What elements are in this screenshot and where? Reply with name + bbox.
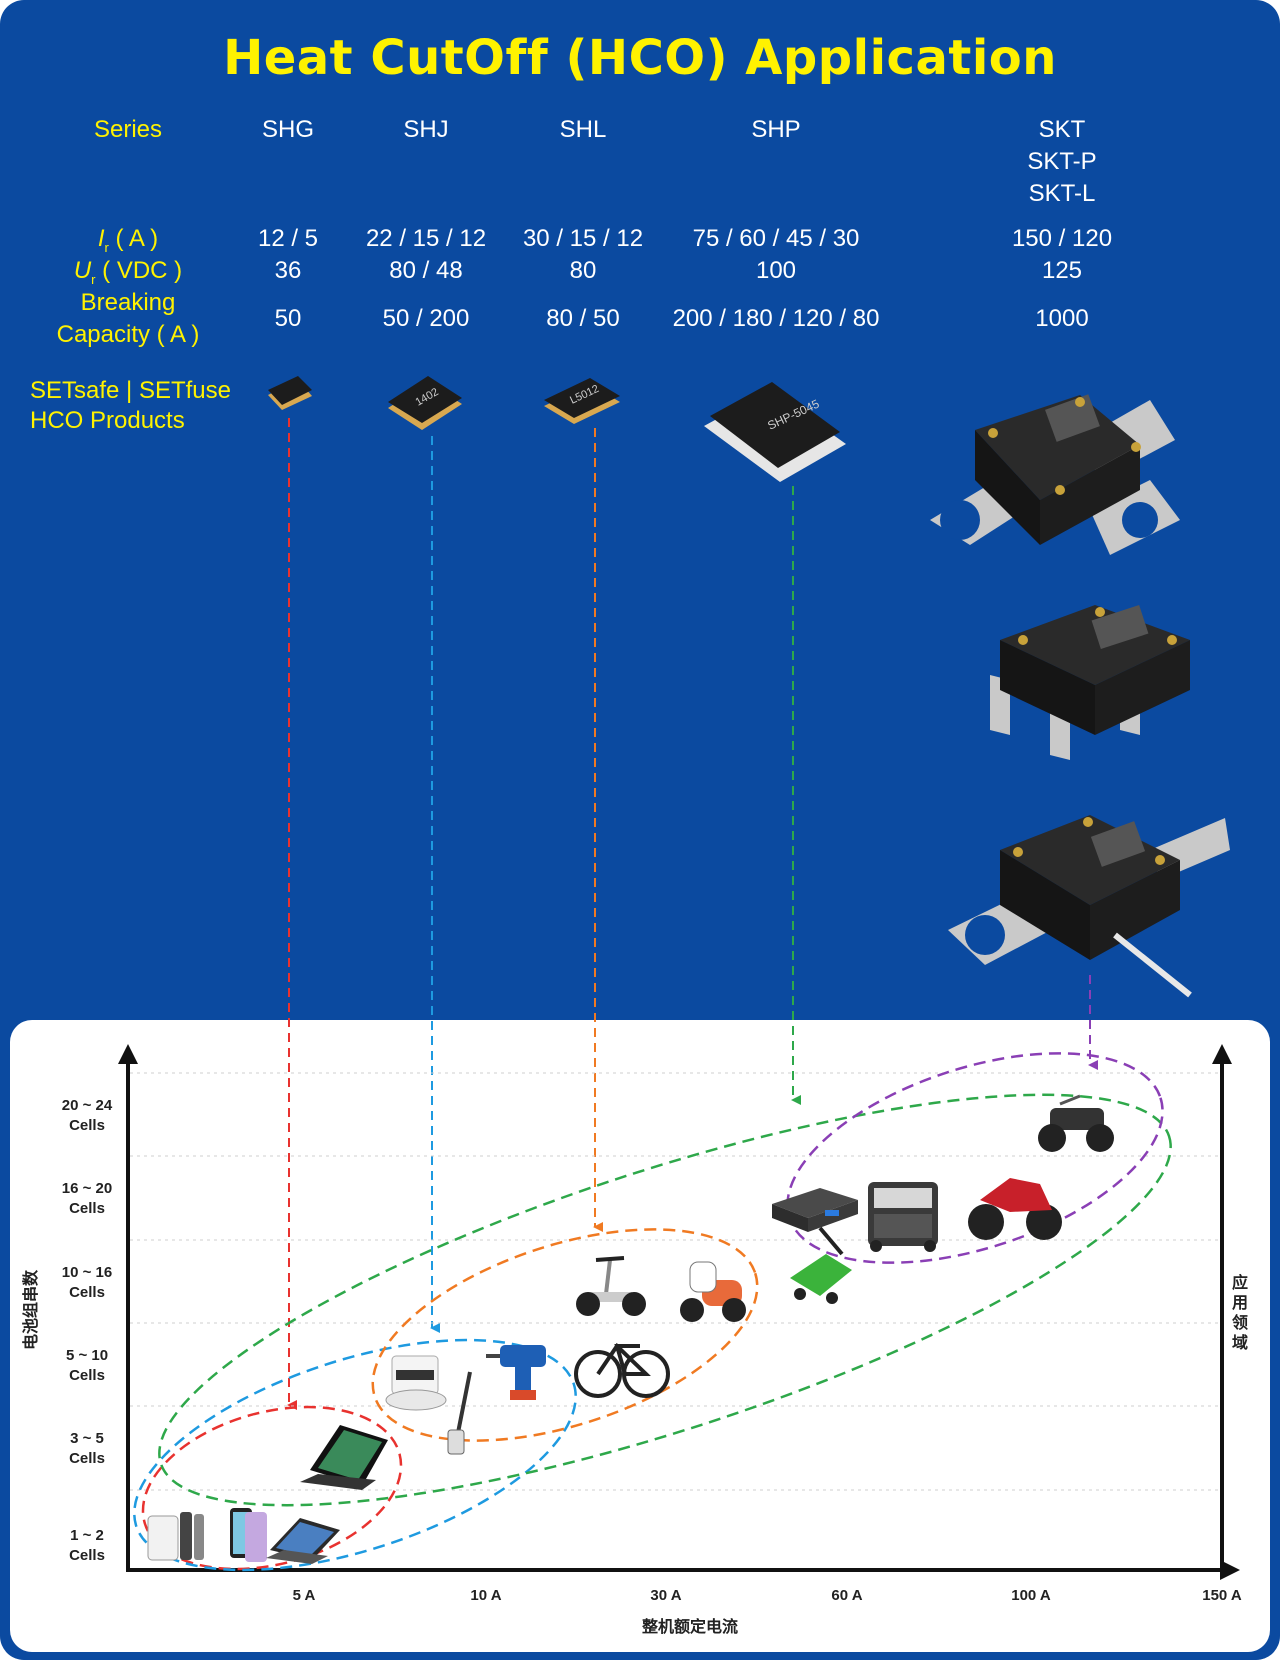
x-tick-label: 100 A <box>1011 1587 1051 1604</box>
wet-vacuum-icon <box>447 1371 472 1455</box>
ir-skt: 150 / 120 <box>1011 225 1113 252</box>
y-tick-label: 16 ~ 20 <box>62 1180 112 1197</box>
breaking-shj: 50 / 200 <box>382 305 470 332</box>
tablet-icon <box>300 1425 388 1490</box>
breaking-shl: 80 / 50 <box>546 305 620 332</box>
region-shp <box>158 1093 1172 1507</box>
skt-p-product-icon <box>990 605 1190 760</box>
region-shl <box>371 1228 759 1442</box>
x-axis-title: 整机额定电流 <box>641 1617 738 1636</box>
skt-product-icon <box>930 394 1180 555</box>
x-tick-label: 150 A <box>1202 1587 1242 1604</box>
ups-icon <box>772 1188 858 1232</box>
shp-product-icon: SHP-5045 <box>704 382 846 482</box>
right-axis-char: 用 <box>1232 1294 1248 1312</box>
y-tick-label: 5 ~ 10 <box>66 1347 108 1364</box>
shj-product-icon: 1402 <box>388 376 462 430</box>
lawn-mower-icon <box>790 1226 852 1304</box>
series-column-shl: SHL <box>503 114 663 146</box>
x-tick-label: 30 A <box>650 1587 681 1604</box>
bicycle-icon <box>574 1342 670 1398</box>
right-axis-char: 域 <box>1232 1333 1248 1352</box>
shl-product-icon: L5012 <box>544 378 620 424</box>
y-tick-label: Cells <box>69 1284 105 1301</box>
power-station-icon <box>868 1182 938 1252</box>
laptop-icon <box>266 1518 340 1564</box>
y-tick-labels: 1 ~ 2 Cells 3 ~ 5 Cells 5 ~ 10 Cells 10 … <box>62 1097 113 1564</box>
e-scooter-icon <box>680 1261 746 1322</box>
ir-shp: 75 / 60 / 45 / 30 <box>692 225 860 252</box>
ur-shj: 80 / 48 <box>389 257 463 284</box>
ir-shg: 12 / 5 <box>257 225 319 252</box>
page-title: Heat CutOff (HCO) Application <box>223 30 1057 86</box>
ur-shg: 36 <box>274 257 302 284</box>
x-tick-label: 10 A <box>470 1587 501 1604</box>
y-tick-label: Cells <box>69 1547 105 1564</box>
drill-icon <box>486 1345 546 1400</box>
series-name: SKT <box>1038 116 1086 143</box>
series-column-shg: SHG <box>218 114 358 146</box>
series-name-3: SKT-L <box>1028 180 1096 207</box>
breaking-label: Breaking Capacity ( A ) <box>56 289 200 348</box>
y-tick-label: Cells <box>69 1117 105 1134</box>
series-name: SHG <box>261 116 314 143</box>
y-tick-label: 3 ~ 5 <box>70 1430 104 1447</box>
atv-icon <box>1038 1094 1114 1152</box>
motorcycle-icon <box>968 1178 1062 1240</box>
ur-shl: 80 <box>569 257 597 284</box>
y-tick-label: Cells <box>69 1450 105 1467</box>
region-shj <box>133 1338 577 1572</box>
series-column-skt: SKT SKT-P SKT-L <box>982 114 1142 210</box>
x-tick-labels: 5 A 10 A 30 A 60 A 100 A 150 A <box>293 1587 1242 1604</box>
series-name-2: SKT-P <box>1027 148 1097 175</box>
series-column-shp: SHP <box>646 114 906 146</box>
y-tick-label: 20 ~ 24 <box>62 1097 113 1114</box>
right-axis-title: 应 用 领 域 <box>1232 1273 1248 1352</box>
y-tick-label: Cells <box>69 1367 105 1384</box>
x-tick-label: 5 A <box>293 1587 316 1604</box>
ir-shl: 30 / 15 / 12 <box>522 225 644 252</box>
series-label: Series <box>93 116 163 143</box>
breaking-skt: 1000 <box>1035 305 1089 332</box>
series-name: SHL <box>559 116 607 143</box>
balance-scooter-icon <box>576 1256 646 1316</box>
y-tick-label: 1 ~ 2 <box>70 1527 104 1544</box>
chart-axes <box>118 1044 1240 1580</box>
right-axis-char: 领 <box>1232 1313 1248 1332</box>
ur-skt: 125 <box>1041 257 1083 284</box>
right-axis-char: 应 <box>1232 1273 1248 1292</box>
ir-label: Ir ( A ) <box>97 225 159 255</box>
breaking-shg: 50 <box>274 305 302 332</box>
products-label: SETsafe | SETfuse HCO Products <box>30 377 231 434</box>
series-name: SHJ <box>403 116 449 143</box>
skt-l-product-icon <box>948 815 1230 998</box>
breaking-shp: 200 / 180 / 120 / 80 <box>672 305 880 332</box>
x-tick-label: 60 A <box>831 1587 862 1604</box>
ur-shp: 100 <box>755 257 797 284</box>
series-column-shj: SHJ <box>346 114 506 146</box>
power-bank-icon <box>147 1512 204 1561</box>
series-name: SHP <box>751 116 801 143</box>
robot-vacuum-icon <box>385 1355 447 1411</box>
ur-label: Ur ( VDC ) <box>73 257 183 287</box>
shg-product-icon <box>268 376 312 410</box>
y-axis-title: 电池组串数 <box>21 1269 40 1350</box>
y-tick-label: Cells <box>69 1200 105 1217</box>
y-tick-label: 10 ~ 16 <box>62 1264 112 1281</box>
region-shg <box>141 1405 403 1571</box>
ir-shj: 22 / 15 / 12 <box>365 225 487 252</box>
phone-icon <box>230 1508 267 1562</box>
